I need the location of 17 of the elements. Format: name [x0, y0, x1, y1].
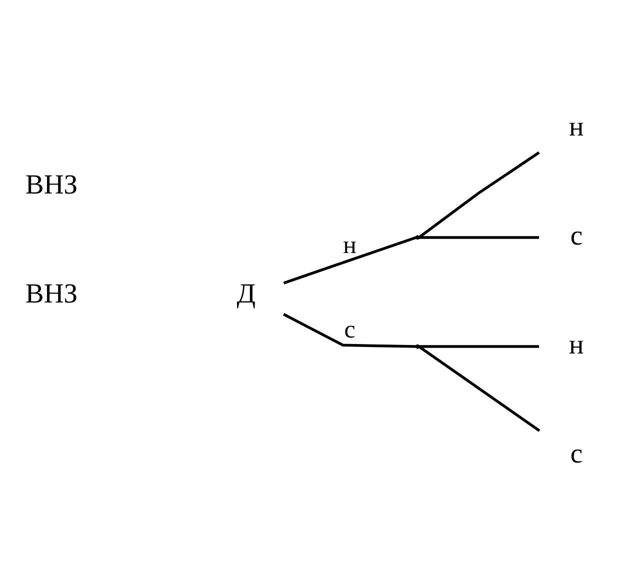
connector: [283, 312, 416, 348]
node-point: [415, 234, 420, 240]
node-text: Д: [236, 276, 256, 308]
connector: [283, 236, 416, 284]
connector: [419, 344, 540, 348]
node-point: [415, 344, 420, 348]
node-text: с: [570, 437, 583, 468]
edge-label: н: [343, 232, 356, 259]
node-text: с: [570, 218, 583, 250]
label: ВНЗ: [25, 276, 78, 308]
node-text: н: [569, 328, 584, 359]
connector: [418, 150, 540, 238]
label: ВНЗ: [25, 168, 78, 199]
connector: [418, 345, 540, 432]
node-text: н: [569, 110, 584, 141]
edge-label: с: [344, 316, 356, 343]
connector: [419, 236, 540, 238]
